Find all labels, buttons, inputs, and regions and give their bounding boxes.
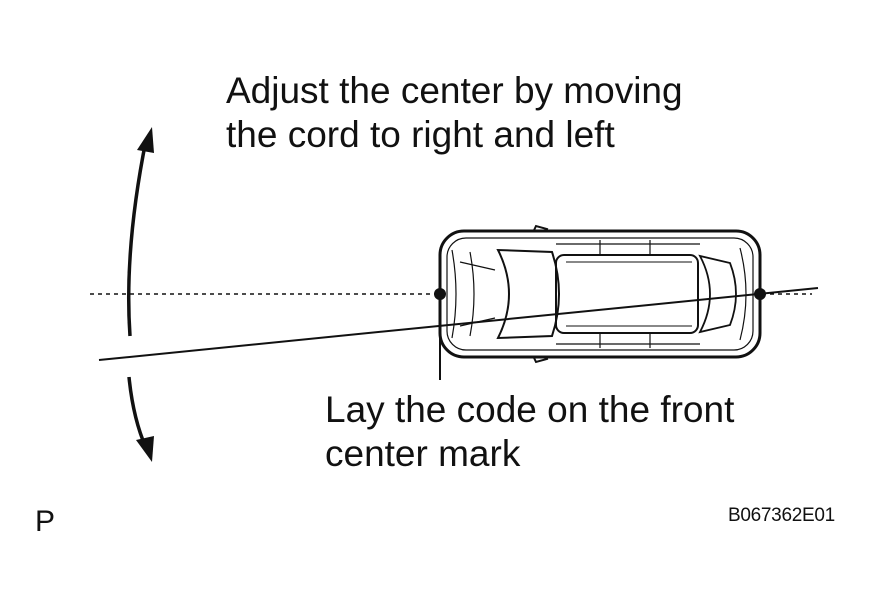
swing-arc-upper [126,139,148,337]
car-top-view-icon [438,224,762,364]
hood-lines [451,249,475,339]
lay-note-line1: Lay the code on the front [325,389,735,430]
roof [555,254,699,334]
rear-center-mark [754,288,766,300]
cord-line [98,287,819,361]
figure-code: B067362E01 [728,505,835,526]
arrowhead-down [136,436,154,462]
rear-lines [739,247,747,341]
panel-letter: P [35,505,56,538]
swing-arc-lower [127,376,148,449]
adjust-center-note: Adjust the center by moving the cord to … [226,69,683,157]
door-lines [556,240,700,348]
arrowhead-up [137,127,154,153]
curved-double-arrow-icon [126,127,154,462]
front-center-mark [434,288,446,300]
rear-window [698,254,737,334]
adjust-note-line1: Adjust the center by moving [226,70,683,111]
lay-note-line2: center mark [325,433,521,474]
adjust-note-line2: the cord to right and left [226,114,615,155]
lay-cord-note: Lay the code on the front center mark [325,388,734,476]
